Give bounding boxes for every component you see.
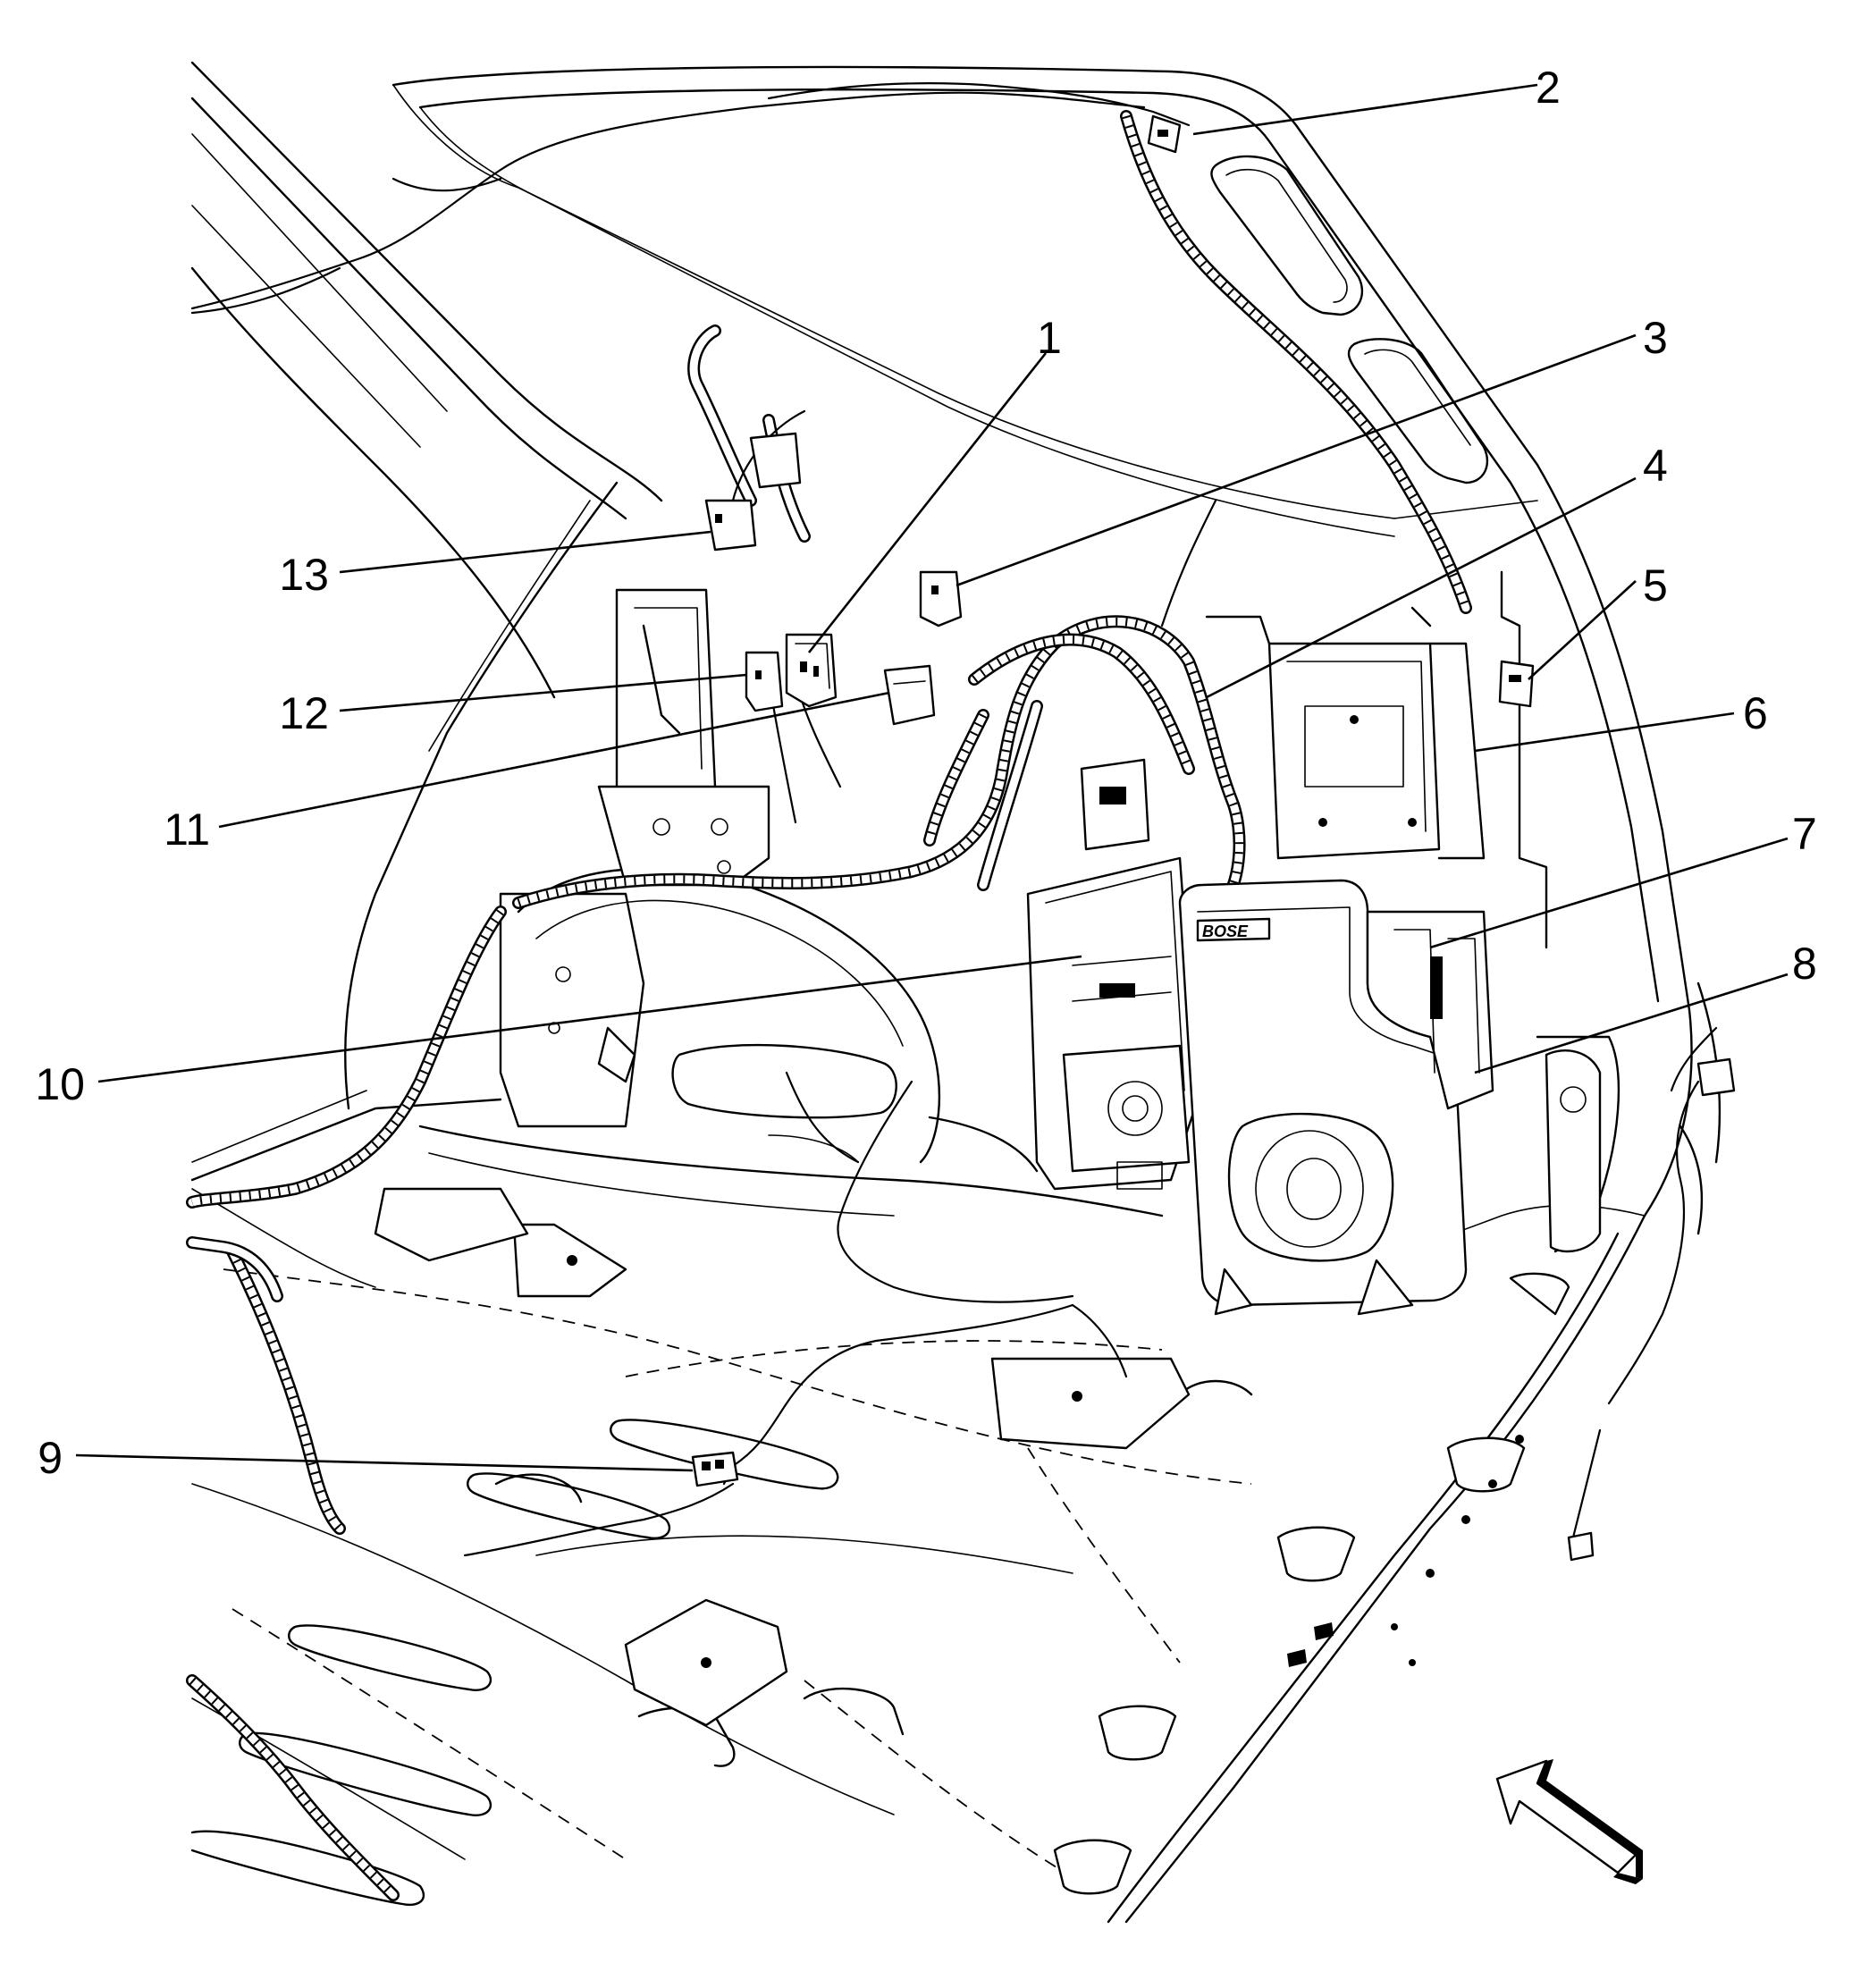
callout-11: 11 — [164, 804, 210, 855]
callout-labels: 1 2 3 4 5 6 7 8 9 10 11 12 13 — [35, 63, 1816, 1483]
leader-lines — [75, 83, 1789, 1472]
callout-6: 6 — [1743, 688, 1768, 738]
callout-8: 8 — [1792, 939, 1817, 989]
left-wheelhouse — [499, 867, 1039, 1173]
connector-13 — [704, 432, 802, 552]
callout-9: 9 — [38, 1433, 63, 1483]
callout-12: 12 — [279, 688, 329, 738]
module-8-amplifier — [1366, 910, 1602, 1253]
callout-4: 4 — [1643, 441, 1668, 491]
main-wire-harness — [186, 110, 1472, 1901]
liftgate-opening — [190, 61, 1693, 1217]
connector-12 — [745, 651, 784, 712]
connector-right-wall — [1567, 1057, 1736, 1562]
callout-3: 3 — [1643, 313, 1668, 363]
connector-9 — [691, 1451, 739, 1487]
amp-badge: BOSE — [1202, 922, 1249, 940]
callout-5: 5 — [1643, 560, 1668, 611]
connector-1 — [785, 633, 838, 708]
module-6 — [1205, 606, 1486, 860]
callout-13: 13 — [279, 550, 329, 600]
module-10 — [1026, 758, 1200, 1191]
upper-right-trim-slots — [1210, 155, 1489, 484]
view-direction-arrow-icon — [1495, 1759, 1643, 1884]
cargo-floor — [190, 1125, 1646, 1924]
module-7-subwoofer: BOSE — [1178, 879, 1468, 1316]
callout-2: 2 — [1536, 63, 1561, 113]
connector-11 — [883, 664, 936, 726]
callout-1: 1 — [1037, 313, 1062, 363]
connector-5 — [1498, 660, 1535, 708]
connector-2 — [1147, 114, 1182, 154]
thin-cables — [190, 82, 1718, 1557]
connector-3 — [919, 570, 963, 628]
callout-10: 10 — [35, 1059, 85, 1109]
callout-7: 7 — [1792, 809, 1817, 859]
left-trim-bracket — [597, 588, 770, 887]
